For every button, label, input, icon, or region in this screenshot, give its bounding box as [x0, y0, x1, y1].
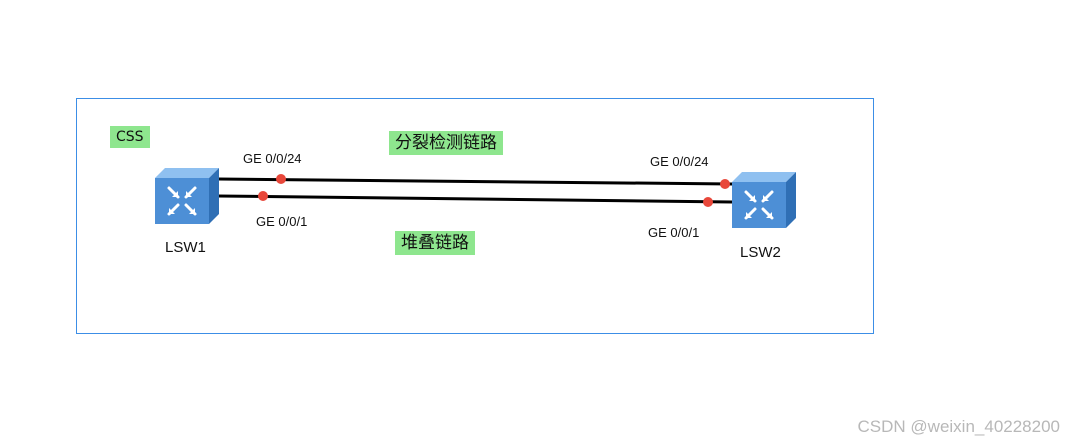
split-detect-link-label: 分裂检测链路	[389, 131, 503, 155]
layer3-switch-icon[interactable]	[153, 168, 219, 224]
lsw1-port-ge0-0-24-label: GE 0/0/24	[243, 151, 302, 166]
topology-frame	[76, 98, 874, 334]
css-group-label: CSS	[110, 126, 150, 148]
stack-link-line[interactable]	[217, 194, 733, 204]
lsw1-ge0-0-1-port-dot[interactable]	[258, 191, 268, 201]
lsw2-port-ge0-0-1-label: GE 0/0/1	[648, 225, 700, 240]
layer3-switch-icon[interactable]	[730, 172, 796, 228]
csdn-watermark: CSDN @weixin_40228200	[857, 417, 1060, 436]
lsw2-port-ge0-0-24-label: GE 0/0/24	[650, 154, 709, 169]
lsw2-ge0-0-24-port-dot[interactable]	[720, 179, 730, 189]
split-detect-link-line[interactable]	[217, 177, 733, 186]
lsw1-ge0-0-24-port-dot[interactable]	[276, 174, 286, 184]
lsw1-port-ge0-0-1-label: GE 0/0/1	[256, 214, 308, 229]
lsw2-ge0-0-1-port-dot[interactable]	[703, 197, 713, 207]
stack-link-label: 堆叠链路	[395, 231, 475, 255]
lsw1-name-label: LSW1	[165, 239, 206, 256]
lsw2-name-label: LSW2	[740, 244, 781, 261]
